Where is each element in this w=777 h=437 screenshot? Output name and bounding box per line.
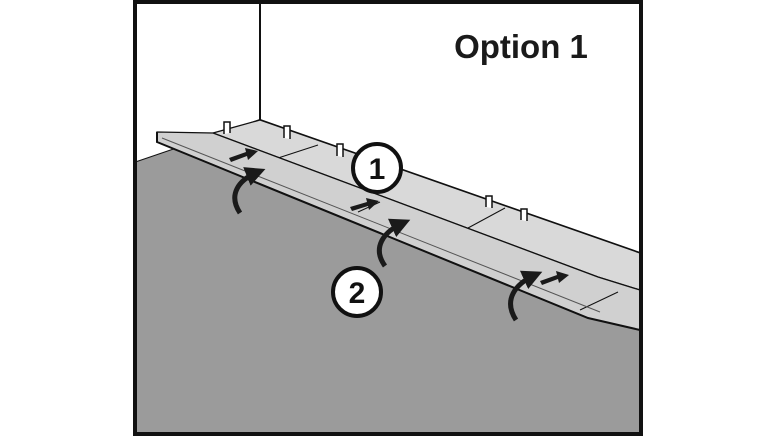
frame-border [133, 0, 643, 436]
step-number: 2 [349, 277, 366, 310]
spacer-wedge-icon [223, 121, 528, 221]
step-number: 1 [369, 153, 386, 186]
plank-seam [467, 207, 506, 229]
step-badge-2: 2 [331, 266, 383, 318]
push-arrow-icon [229, 148, 569, 285]
plank-front-edge [156, 132, 641, 331]
floor-area [137, 120, 640, 433]
curved-arrow-icon [232, 167, 543, 322]
page-title: Option 1 [454, 28, 588, 65]
step-badge-1: 1 [351, 142, 403, 194]
